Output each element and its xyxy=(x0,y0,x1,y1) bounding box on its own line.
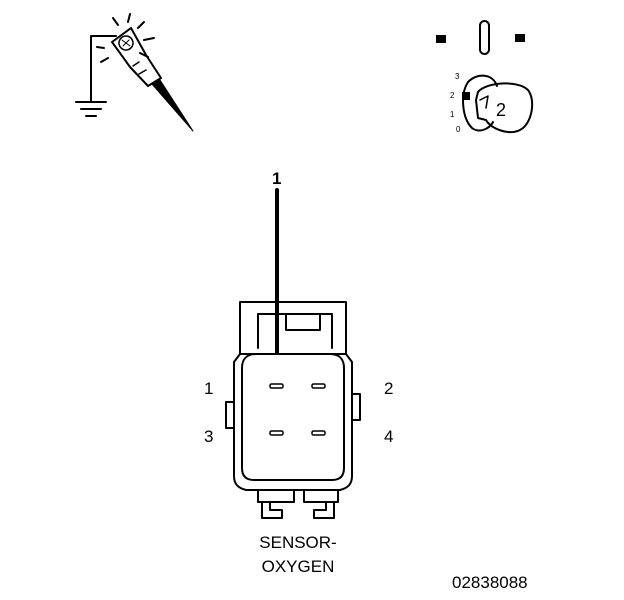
pin-label-2: 2 xyxy=(384,379,394,398)
ignition-switch-icon xyxy=(436,20,534,134)
terminal-3 xyxy=(269,430,284,436)
component-caption-line1: SENSOR- xyxy=(259,533,337,552)
pin-label-4: 4 xyxy=(384,427,394,446)
terminal-2 xyxy=(311,383,326,389)
pin-label-3: 3 xyxy=(204,427,214,446)
terminal-4 xyxy=(311,430,326,436)
ignition-position-1: 1 xyxy=(450,110,455,119)
figure-number: 02838088 xyxy=(452,573,528,592)
component-caption-line2: OXYGEN xyxy=(261,557,335,576)
ignition-position-2: 2 xyxy=(450,91,455,100)
ignition-key-label: 2 xyxy=(496,100,507,120)
ignition-position-0: 0 xyxy=(456,125,461,134)
oxygen-sensor-connector xyxy=(225,301,361,519)
terminal-1 xyxy=(269,383,284,389)
ignition-position-3: 3 xyxy=(455,72,460,81)
callout-label: 1 xyxy=(272,169,282,188)
test-probe-ground-icon xyxy=(75,13,194,132)
pin-label-1: 1 xyxy=(204,379,214,398)
